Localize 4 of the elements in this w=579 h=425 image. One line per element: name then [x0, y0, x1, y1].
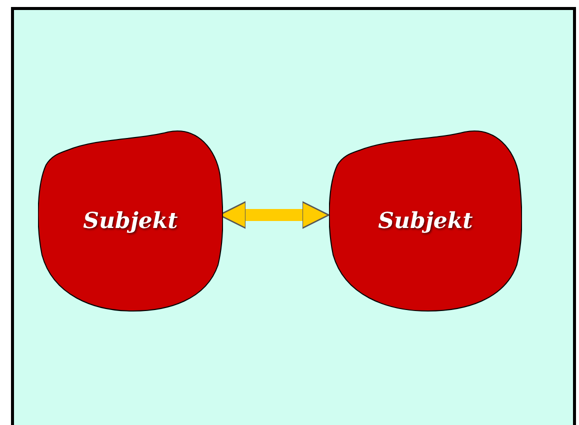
- node-label: Subjekt: [83, 206, 178, 236]
- node-label: Subjekt: [378, 206, 473, 236]
- subject-blob: [38, 130, 223, 312]
- subject-blob: [329, 130, 522, 312]
